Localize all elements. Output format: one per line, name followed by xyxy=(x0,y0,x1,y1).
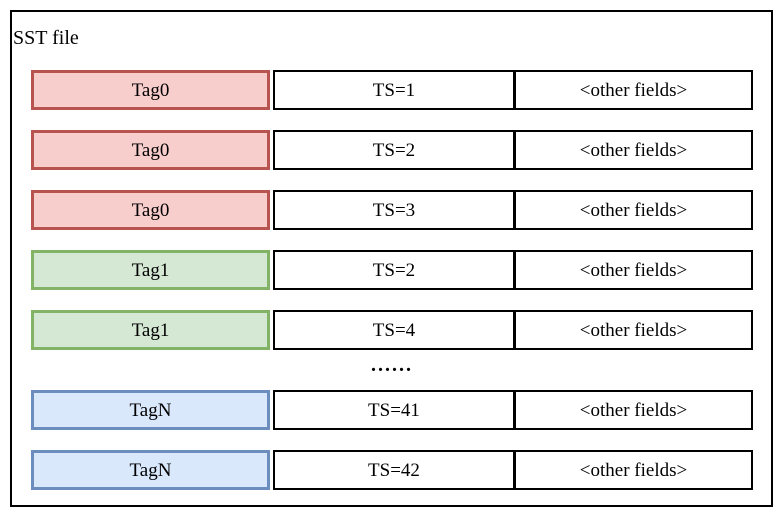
timestamp-cell: TS=42 xyxy=(273,450,515,490)
timestamp-cell: TS=2 xyxy=(273,250,515,290)
tag-cell: Tag1 xyxy=(31,250,270,290)
tag-cell: Tag0 xyxy=(31,130,270,170)
timestamp-cell: TS=4 xyxy=(273,310,515,350)
tag-cell: Tag0 xyxy=(31,70,270,110)
timestamp-cell: TS=1 xyxy=(273,70,515,110)
tag-cell: TagN xyxy=(31,390,270,430)
timestamp-cell: TS=41 xyxy=(273,390,515,430)
tag-cell: TagN xyxy=(31,450,270,490)
other-fields-cell: <other fields> xyxy=(514,190,753,230)
sst-file-label: SST file xyxy=(13,27,79,49)
ellipsis: ...... xyxy=(371,354,413,376)
timestamp-cell: TS=3 xyxy=(273,190,515,230)
other-fields-cell: <other fields> xyxy=(514,70,753,110)
other-fields-cell: <other fields> xyxy=(514,450,753,490)
other-fields-cell: <other fields> xyxy=(514,390,753,430)
tag-cell: Tag0 xyxy=(31,190,270,230)
timestamp-cell: TS=2 xyxy=(273,130,515,170)
tag-cell: Tag1 xyxy=(31,310,270,350)
other-fields-cell: <other fields> xyxy=(514,130,753,170)
other-fields-cell: <other fields> xyxy=(514,250,753,290)
other-fields-cell: <other fields> xyxy=(514,310,753,350)
